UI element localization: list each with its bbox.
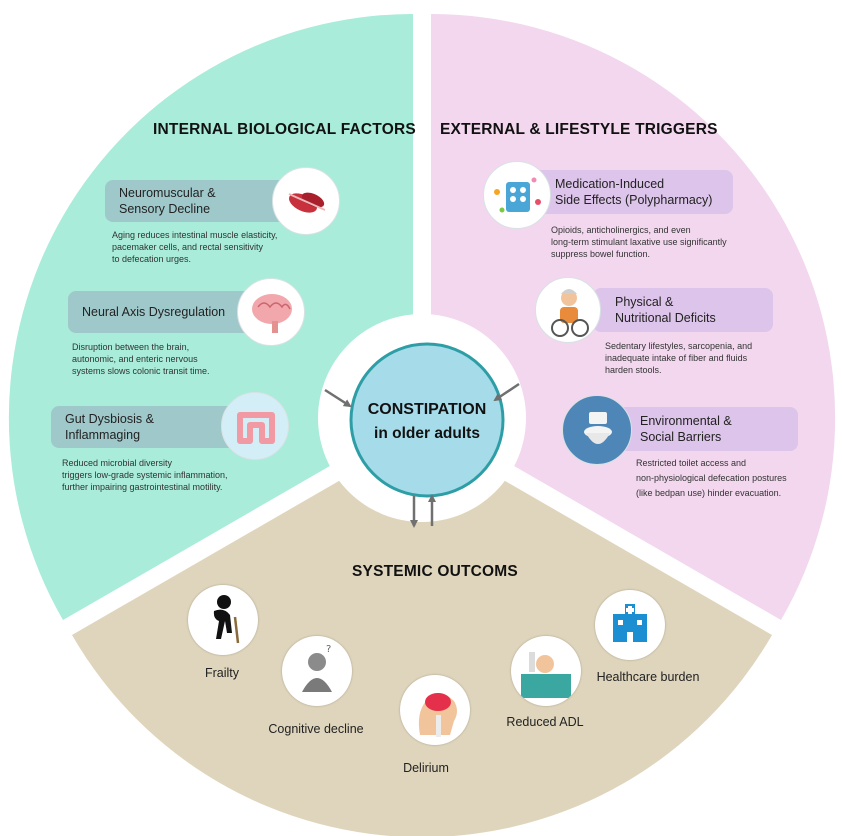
external-item-label1: Physical & [615,295,674,309]
internal-item-label1: Neural Axis Dysregulation [82,305,226,319]
arrow-internal-to-center [324,388,352,408]
arrow-external-to-center [493,382,520,402]
internal-item-label1: Gut Dysbiosis & [65,412,154,426]
external-item-environmental: Environmental & Social Barriers [618,407,798,451]
internal-desc-neuromuscular: Aging reduces intestinal muscle elastici… [112,230,278,264]
outcome-label-reduced-adl: Reduced ADL [506,715,584,729]
internal-item-label2: Inflammaging [65,428,141,442]
external-item-physical: Physical & Nutritional Deficits [593,288,773,332]
internal-item-neuromuscular: Neuromuscular & Sensory Decline [105,180,305,222]
internal-title: INTERNAL BIOLOGICAL FACTORS [153,121,416,138]
center-subtitle: in older adults [374,425,480,442]
outcome-label-healthcare-burden: Healthcare burden [596,670,700,684]
confused-elder-icon: ? [282,636,352,706]
internal-item-label2: Sensory Decline [119,202,211,216]
external-item-label2: Side Effects (Polypharmacy) [555,193,713,207]
muscle-icon [272,167,340,235]
outcome-label-frailty: Frailty [204,666,240,680]
external-item-label1: Environmental & [640,414,732,428]
outcomes-sector [72,433,772,836]
internal-item-neural-axis: Neural Axis Dysregulation [68,291,268,333]
external-item-label2: Nutritional Deficits [615,311,716,325]
external-title: EXTERNAL & LIFESTYLE TRIGGERS [440,121,718,138]
svg-text:?: ? [326,644,331,655]
outcome-label-cognitive-decline: Cognitive decline [268,722,364,736]
internal-desc-neural-axis: Disruption between the brain,autonomic, … [72,342,210,376]
outcomes-title: SYSTEMIC OUTCOMS [352,563,518,580]
internal-item-label1: Neuromuscular & [119,186,216,200]
internal-item-gut-dysbiosis: Gut Dysbiosis & Inflammaging [51,406,251,448]
pills-icon [483,161,551,229]
wheelchair-elder-icon [535,277,601,343]
center-circle [349,342,505,498]
bedridden-patient-icon [511,636,581,706]
center-title: CONSTIPATION [367,401,487,418]
toilet-icon [562,395,632,465]
head-brain-icon [400,675,470,745]
external-item-label2: Social Barriers [640,430,722,444]
brain-icon [237,278,305,346]
intestine-icon [221,392,289,460]
outcome-label-delirium: Delirium [403,761,449,775]
hospital-icon [595,590,665,660]
elder-cane-icon [188,585,258,655]
external-item-medication: Medication-Induced Side Effects (Polypha… [533,170,733,214]
external-item-label1: Medication-Induced [555,177,665,191]
